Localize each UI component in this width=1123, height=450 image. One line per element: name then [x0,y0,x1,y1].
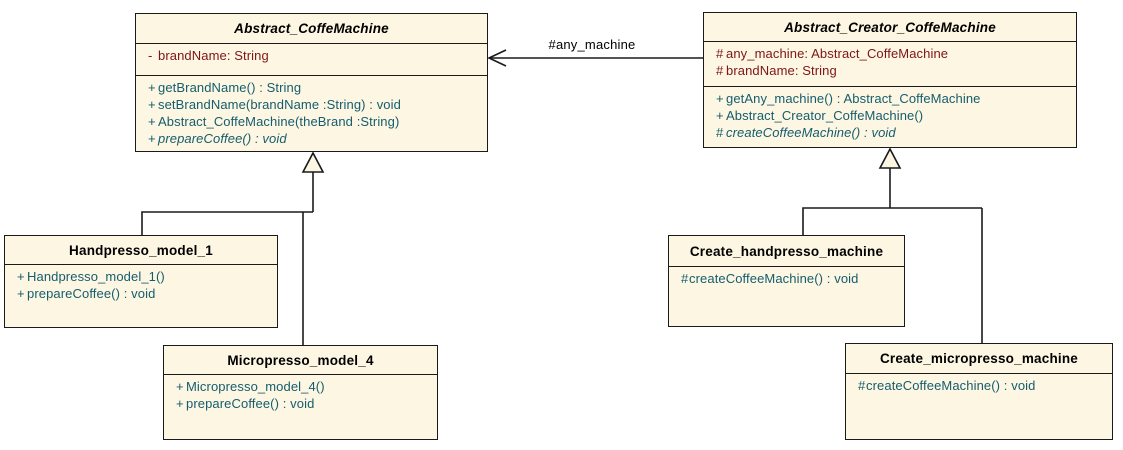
visibility-public-icon: + [176,379,184,394]
operation-row-abstract: + prepareCoffee() : void [136,130,487,147]
visibility-protected-icon: # [716,125,724,140]
class-abstract-coffemachine[interactable]: Abstract_CoffeMachine - brandName: Strin… [135,13,488,152]
class-title: Create_micropresso_machine [879,351,1079,366]
class-title: Handpresso_model_1 [69,242,213,258]
visibility-public-icon: + [17,269,25,284]
visibility-protected-icon: # [716,63,724,78]
attributes-compartment: - brandName: String [136,43,487,75]
open-arrowhead-icon [487,49,507,67]
operations-compartment: + Micropresso_model_4() + prepareCoffee(… [164,374,437,439]
operations-compartment: + getBrandName() : String + setBrandName… [136,75,487,151]
operation-row: + prepareCoffee() : void [5,285,277,302]
class-micropresso-model-4[interactable]: Micropresso_model_4 + Micropresso_model_… [163,345,438,440]
class-title: Create_handpresso_machine [689,243,884,259]
operation-row: # createCoffeeMachine() : void [846,377,1112,394]
attribute-row: # any_machine: Abstract_CoffeMachine [704,45,1076,62]
operation-row: + prepareCoffee() : void [164,395,437,412]
class-create-handpresso-machine[interactable]: Create_handpresso_machine # createCoffee… [668,235,905,327]
attributes-compartment: # any_machine: Abstract_CoffeMachine # b… [704,41,1076,86]
association-label: #any_machine [548,37,636,52]
operation-row: + Handpresso_model_1() [5,268,277,285]
operations-compartment: + getAny_machine() : Abstract_CoffeMachi… [704,86,1076,147]
operations-compartment: + Handpresso_model_1() + prepareCoffee()… [5,264,277,327]
triangle-arrowhead-icon [878,147,902,169]
class-handpresso-model-1[interactable]: Handpresso_model_1 + Handpresso_model_1(… [4,235,278,328]
operations-compartment: # createCoffeeMachine() : void [669,266,904,326]
operation-row: + getAny_machine() : Abstract_CoffeMachi… [704,90,1076,107]
operation-row-abstract: # createCoffeeMachine() : void [704,124,1076,141]
triangle-arrowhead-icon [301,151,325,173]
visibility-public-icon: + [17,286,25,301]
association-any-machine[interactable] [487,49,703,67]
class-title: Abstract_CoffeMachine [234,21,389,36]
visibility-public-icon: + [148,131,156,146]
visibility-protected-icon: # [716,46,724,61]
class-title: Abstract_Creator_CoffeMachine [784,19,996,35]
visibility-protected-icon: # [681,271,689,286]
visibility-public-icon: + [148,97,156,112]
visibility-public-icon: + [716,91,724,106]
visibility-public-icon: + [148,80,156,95]
attribute-row: - brandName: String [136,47,487,64]
visibility-public-icon: + [176,396,184,411]
operation-row: + getBrandName() : String [136,79,487,96]
operation-row: # createCoffeeMachine() : void [669,270,904,287]
attribute-row: # brandName: String [704,62,1076,79]
visibility-public-icon: + [716,108,724,123]
operation-row: + setBrandName(brandName :String) : void [136,96,487,113]
class-title: Micropresso_model_4 [227,352,374,368]
operations-compartment: # createCoffeeMachine() : void [846,373,1112,439]
operation-row: + Abstract_Creator_CoffeMachine() [704,107,1076,124]
operation-row: + Abstract_CoffeMachine(theBrand :String… [136,113,487,130]
visibility-private-icon: - [148,48,153,63]
class-abstract-creator-coffemachine[interactable]: Abstract_Creator_CoffeMachine # any_mach… [703,12,1077,148]
class-create-micropresso-machine[interactable]: Create_micropresso_machine # createCoffe… [845,343,1113,440]
visibility-protected-icon: # [858,378,866,393]
visibility-public-icon: + [148,114,156,129]
operation-row: + Micropresso_model_4() [164,378,437,395]
